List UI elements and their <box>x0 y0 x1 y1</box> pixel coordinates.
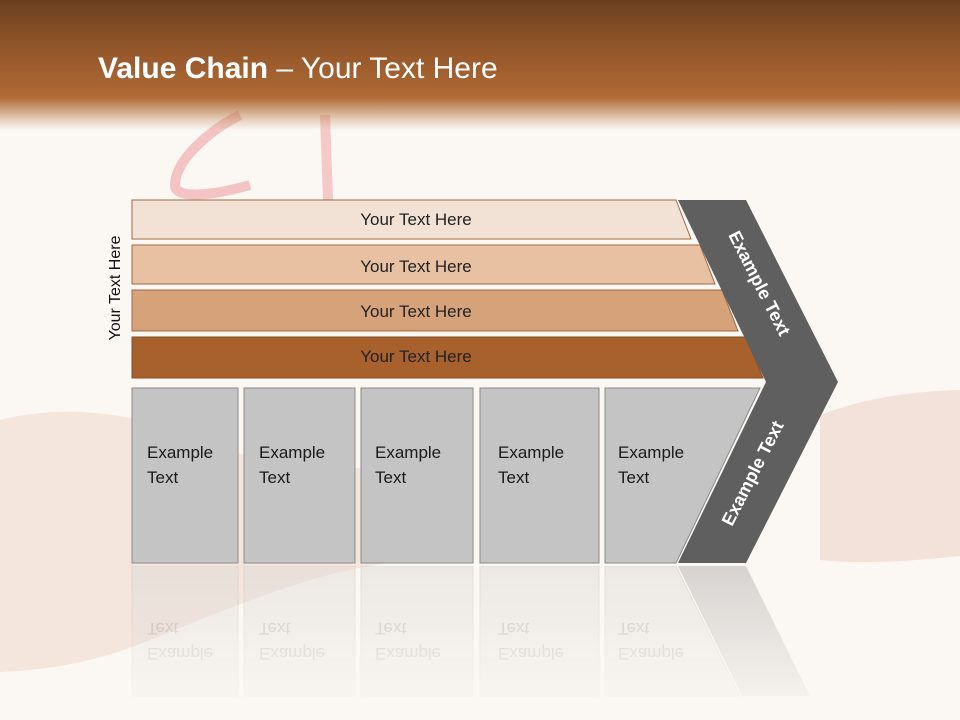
column-2 <box>243 387 356 564</box>
column-2-line1: Example <box>259 443 326 462</box>
support-bar-2-label: Your Text Here <box>360 257 472 276</box>
column-3-line2: Text <box>375 468 407 487</box>
column-1-label: Example Text <box>147 440 243 490</box>
chevron-shape <box>678 200 838 563</box>
primary-columns <box>131 387 761 564</box>
column-5-line2: Text <box>618 468 650 487</box>
title-separator: – <box>268 52 301 85</box>
support-bar-1-label: Your Text Here <box>360 210 472 229</box>
support-bar-3-label: Your Text Here <box>360 302 472 321</box>
column-3-label: Example Text <box>375 440 471 490</box>
column-1 <box>131 387 239 564</box>
column-3-line1: Example <box>375 443 442 462</box>
support-bar-2 <box>131 244 716 285</box>
support-bar-4 <box>131 336 764 379</box>
support-bars: Your Text Here Your Text Here Your Text … <box>131 199 764 379</box>
column-5 <box>604 387 761 564</box>
column-1-line2: Text <box>147 468 179 487</box>
support-bar-3 <box>131 289 739 332</box>
column-5-label: Example Text <box>618 440 714 490</box>
header-band <box>0 0 960 130</box>
support-bar-4-label: Your Text Here <box>360 347 472 366</box>
column-2-label: Example Text <box>259 440 355 490</box>
column-4 <box>479 387 600 564</box>
support-bar-1 <box>131 199 692 240</box>
page-title: Value Chain – Your Text Here <box>98 52 498 86</box>
column-2-line2: Text <box>259 468 291 487</box>
column-1-line1: Example <box>147 443 214 462</box>
column-5-line1: Example <box>618 443 685 462</box>
column-3 <box>360 387 474 564</box>
column-4-line2: Text <box>498 468 530 487</box>
title-rest: Your Text Here <box>300 52 498 85</box>
column-4-line1: Example <box>498 443 565 462</box>
column-4-label: Example Text <box>498 440 594 490</box>
title-bold: Value Chain <box>98 52 269 85</box>
